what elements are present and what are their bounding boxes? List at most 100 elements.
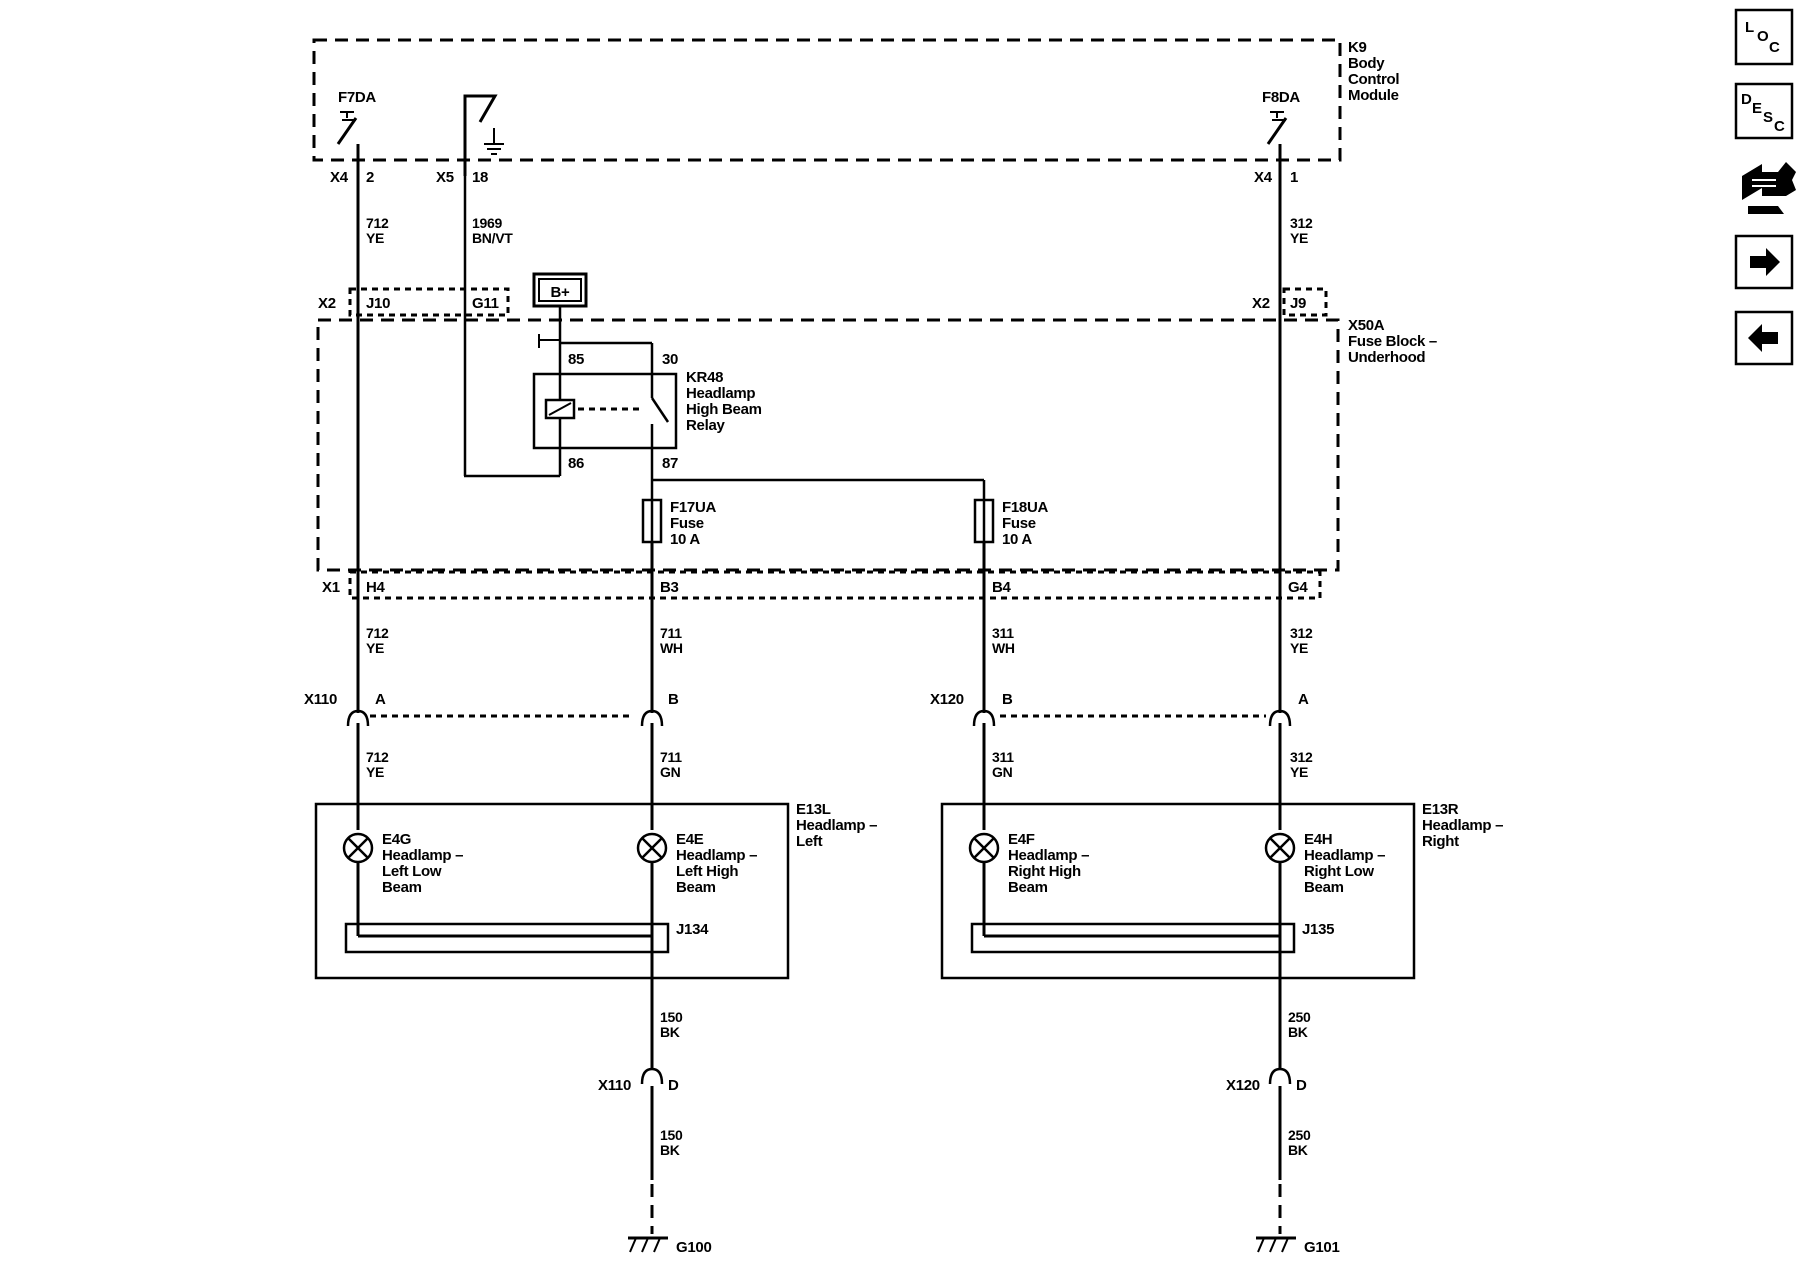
e13l-headlamp-left-label: E13L Headlamp – Left: [796, 801, 881, 850]
ground-g100: G100: [676, 1239, 712, 1256]
pin-j10: J10: [366, 295, 390, 312]
g100-ground-icon: [628, 1236, 668, 1253]
x50a-fuse-block-boundary: [316, 318, 1340, 572]
k9-module-label: K9 Body Control Module: [1348, 39, 1403, 104]
splice-j135: J135: [1302, 921, 1334, 938]
relay-pin-30: 30: [662, 351, 678, 368]
f17ua-fuse-label: F17UA Fuse 10 A: [670, 499, 719, 548]
pin-x110-b: B: [668, 691, 679, 708]
pin-x4-1: 1: [1290, 169, 1298, 186]
e13r-headlamp-right-label: E13R Headlamp – Right: [1422, 801, 1507, 850]
pin-x120-a: A: [1298, 691, 1309, 708]
pin-g11: G11: [472, 295, 499, 312]
circuit-wires: [356, 144, 1282, 830]
pin-x5-18: 18: [472, 169, 488, 186]
f8da-switch: F8DA: [1262, 89, 1301, 145]
e4f-lamp-label: E4F Headlamp – Right High Beam: [1008, 831, 1093, 896]
loc-icon-c: C: [1769, 39, 1780, 56]
desc-button[interactable]: D E S C: [1734, 82, 1794, 140]
k9-module-boundary: [312, 38, 1342, 162]
battery-positive-supply: B+: [532, 272, 588, 308]
e4g-lamp-icon: [342, 832, 374, 864]
pin-x110-d: D: [668, 1077, 679, 1094]
pin-x120-b: B: [1002, 691, 1013, 708]
desc-icon: D E S C: [1741, 91, 1785, 135]
f17ua-fuse: [641, 498, 663, 544]
pin-j9: J9: [1290, 295, 1306, 312]
relay-pin-85: 85: [568, 351, 584, 368]
pin-b4: B4: [992, 579, 1012, 596]
relay-output-wiring: [650, 448, 986, 500]
f18ua-fuse: [973, 498, 995, 544]
connector-x5: X5: [436, 169, 454, 186]
j134-splice-pack: [344, 862, 670, 1200]
e4e-lamp-icon: [636, 832, 668, 864]
arrow-right-icon: [1750, 248, 1780, 276]
arrow-left-icon: [1748, 324, 1778, 352]
next-page-button[interactable]: [1734, 234, 1794, 290]
connector-x4-left: X4: [330, 169, 349, 186]
e4f-lamp-icon: [968, 832, 1000, 864]
desc-icon-c: C: [1774, 118, 1785, 135]
desc-icon-e: E: [1752, 100, 1762, 117]
e4h-lamp-label: E4H Headlamp – Right Low Beam: [1304, 831, 1389, 896]
j135-splice-pack: [970, 862, 1296, 1200]
kr48-relay: [532, 372, 678, 450]
relay-coil-return-wire: [463, 176, 562, 478]
f18ua-fuse-label: F18UA Fuse 10 A: [1002, 499, 1051, 548]
connector-x2-right: X2: [1252, 295, 1270, 312]
pin-b3: B3: [660, 579, 679, 596]
x2-right-connector-boundary: [1282, 287, 1328, 317]
e4e-lamp-label: E4E Headlamp – Left High Beam: [676, 831, 761, 896]
loc-button[interactable]: L O C: [1734, 8, 1794, 66]
connector-tool-button[interactable]: [1742, 162, 1796, 214]
g101-ground-icon: [1256, 1236, 1296, 1253]
previous-page-button[interactable]: [1734, 310, 1794, 366]
pin-x120-d: D: [1296, 1077, 1307, 1094]
kr48-relay-label: KR48 Headlamp High Beam Relay: [686, 369, 766, 434]
connector-x1: X1: [322, 579, 340, 596]
f8da-label: F8DA: [1262, 89, 1300, 106]
x2-left-connector-boundary: [348, 287, 510, 317]
e13l-headlamp-left-boundary: [314, 802, 790, 980]
f7da-label: F7DA: [338, 89, 376, 106]
relay-pin-87: 87: [662, 455, 678, 472]
ground-g101: G101: [1304, 1239, 1340, 1256]
desc-icon-s: S: [1763, 109, 1773, 126]
x1-connector-boundary: [348, 570, 1322, 600]
x5-ground-switch: [463, 94, 504, 176]
ground-dashed-runs: [646, 1180, 1286, 1240]
e4g-lamp-label: E4G Headlamp – Left Low Beam: [382, 831, 467, 896]
relay-pin-86: 86: [568, 455, 584, 472]
pin-g4: G4: [1288, 579, 1308, 596]
x50a-fuse-block-label: X50A Fuse Block – Underhood: [1348, 317, 1441, 366]
f7da-switch: F7DA: [336, 89, 377, 145]
connector-x2-left: X2: [318, 295, 336, 312]
e4h-lamp-icon: [1264, 832, 1296, 864]
e13r-headlamp-right-boundary: [940, 802, 1416, 980]
loc-icon-l: L: [1745, 19, 1754, 36]
connector-x110: X110: [304, 691, 337, 708]
inline-connector-symbols: [346, 709, 1292, 727]
desc-icon-d: D: [1741, 91, 1752, 108]
b-plus-label: B+: [551, 284, 571, 301]
pin-x110-a: A: [375, 691, 386, 708]
splice-j134: J134: [676, 921, 709, 938]
ground-inline-connectors: [640, 1067, 1292, 1086]
relay-supply-wiring: [538, 306, 654, 374]
